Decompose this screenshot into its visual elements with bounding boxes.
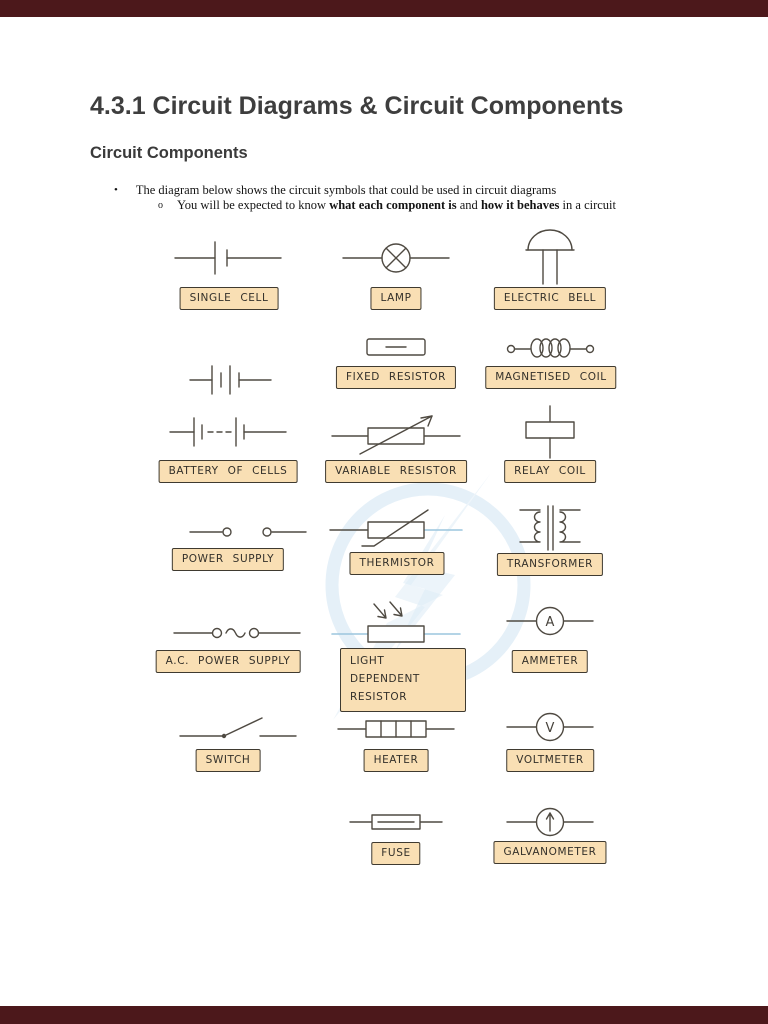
label-light-dependent-resistor: LIGHT DEPENDENT RESISTOR	[340, 648, 466, 712]
label-switch: SWITCH	[195, 749, 261, 772]
viewer-bottom-bar	[0, 1006, 768, 1024]
sub-bullet-prefix: You will be expected to know	[177, 198, 330, 212]
ammeter-icon: A	[506, 606, 594, 636]
transformer-symbol	[512, 502, 588, 554]
section-heading: Circuit Components	[90, 144, 248, 162]
sub-bullet-suffix: in a circuit	[559, 198, 616, 212]
galvanometer-icon	[506, 807, 594, 837]
label-fuse: FUSE	[371, 842, 421, 865]
label-relay-coil: RELAY COIL	[504, 460, 596, 483]
fixed-resistor-symbol	[366, 338, 426, 356]
sub-bullet-bold2: how it behaves	[480, 198, 560, 212]
label-single-cell: SINGLE CELL	[179, 287, 279, 310]
label-power-supply: POWER SUPPLY	[171, 548, 285, 571]
label-thermistor: THERMISTOR	[349, 552, 445, 575]
light-dependent-resistor-symbol	[330, 600, 462, 656]
single-cell-icon	[174, 241, 282, 275]
battery-of-cells-symbol	[168, 412, 288, 452]
sub-bullet-mid: and	[456, 198, 481, 212]
transformer-icon	[519, 505, 581, 551]
label-heater: HEATER	[363, 749, 429, 772]
ammeter-symbol: A	[505, 606, 595, 636]
bullet-main: • The diagram below shows the circuit sym…	[114, 183, 556, 198]
switch-icon	[179, 717, 297, 739]
label-voltmeter: VOLTMETER	[506, 749, 594, 772]
label-ammeter: AMMETER	[511, 650, 589, 673]
relay-coil-icon	[525, 405, 575, 459]
label-fixed-resistor: FIXED RESISTOR	[335, 366, 457, 389]
single-cell-symbol	[173, 238, 283, 278]
electric-bell-symbol	[505, 228, 595, 286]
label-transformer: TRANSFORMER	[496, 553, 604, 576]
sub-bullet-bold1: what each component is	[329, 198, 457, 212]
label-magnetised-coil: MAGNETISED COIL	[485, 366, 617, 389]
thermistor-symbol	[328, 502, 464, 550]
page-title: 4.3.1 Circuit Diagrams & Circuit Compone…	[90, 92, 624, 120]
lamp-symbol	[341, 240, 451, 276]
label-electric-bell: ELECTRIC BELL	[493, 287, 607, 310]
label-galvanometer: GALVANOMETER	[493, 841, 607, 864]
magnetised-coil-symbol	[506, 335, 596, 363]
label-lamp: LAMP	[370, 287, 422, 310]
ammeter-letter: A	[546, 615, 555, 630]
battery-two-cells-symbol	[188, 360, 273, 400]
heater-icon	[337, 720, 455, 738]
magnetised-coil-icon	[506, 338, 595, 358]
light-dependent-resistor-icon	[331, 601, 461, 643]
lamp-icon	[342, 243, 450, 273]
fuse-symbol	[348, 810, 444, 834]
bullet-icon: •	[114, 184, 118, 196]
thermistor-icon	[329, 509, 463, 547]
battery-of-cells-icon	[169, 417, 287, 447]
voltmeter-icon: V	[506, 712, 594, 742]
power-supply-symbol	[188, 520, 308, 544]
sub-bullet-icon: o	[158, 200, 163, 211]
bullet-sub: o You will be expected to know what each …	[158, 198, 616, 213]
power-supply-icon	[189, 527, 307, 537]
bullet-main-text: The diagram below shows the circuit symb…	[135, 183, 557, 197]
battery-two-cells-icon	[189, 365, 272, 395]
viewer-top-bar	[0, 0, 768, 17]
electric-bell-icon	[525, 229, 575, 285]
fuse-icon	[349, 814, 443, 830]
voltmeter-symbol: V	[505, 712, 595, 742]
relay-coil-symbol	[505, 404, 595, 460]
label-ac-power-supply: A.C. POWER SUPPLY	[155, 650, 301, 673]
switch-symbol	[178, 708, 298, 748]
galvanometer-symbol	[505, 806, 595, 838]
variable-resistor-symbol	[330, 408, 462, 458]
label-variable-resistor: VARIABLE RESISTOR	[325, 460, 467, 483]
fixed-resistor-icon	[366, 338, 426, 356]
ac-power-supply-icon	[173, 627, 301, 639]
label-battery-of-cells: BATTERY OF CELLS	[158, 460, 298, 483]
ac-power-supply-symbol	[172, 619, 302, 647]
heater-symbol	[336, 712, 456, 746]
variable-resistor-icon	[331, 415, 461, 455]
voltmeter-letter: V	[546, 721, 555, 736]
